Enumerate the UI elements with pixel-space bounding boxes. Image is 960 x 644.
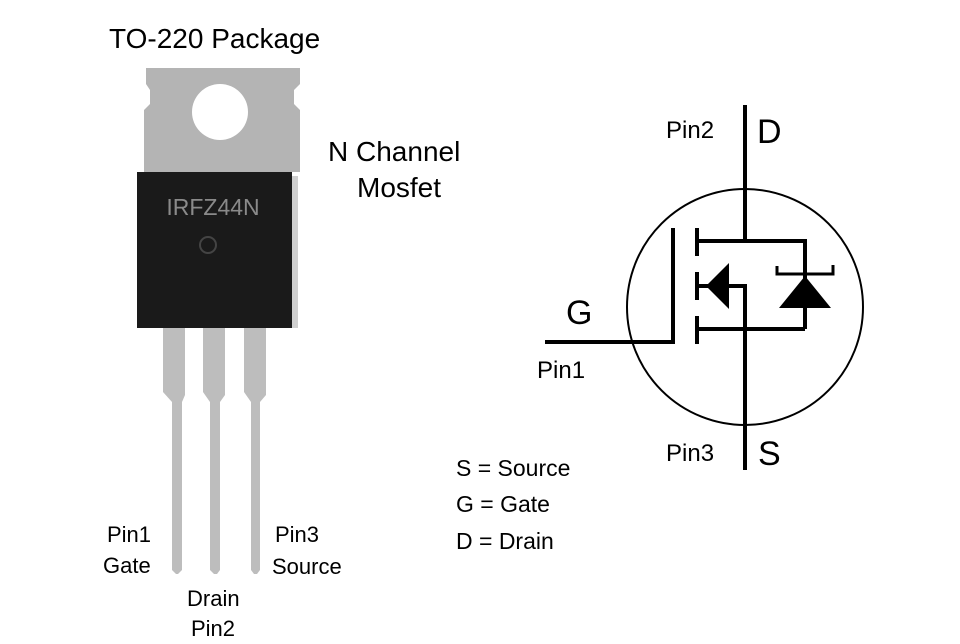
part-marking: IRFZ44N xyxy=(166,194,259,220)
mosfet-symbol xyxy=(545,105,864,470)
to220-package: IRFZ44N xyxy=(137,68,300,574)
symbol-source-pin: Pin3 xyxy=(666,440,715,467)
pin1-function: Gate xyxy=(103,553,151,578)
pin1-label: Pin1 xyxy=(107,522,152,547)
body-diode-triangle xyxy=(779,276,831,308)
device-type-line2: Mosfet xyxy=(357,172,442,203)
title: TO-220 Package xyxy=(109,23,321,54)
lead-pin1 xyxy=(163,326,185,574)
mounting-hole xyxy=(192,84,248,140)
symbol-gate-pin: Pin1 xyxy=(537,357,586,384)
manufacturer-logo xyxy=(199,236,217,254)
symbol-source-letter: S xyxy=(758,435,781,473)
package-leads xyxy=(163,326,266,574)
pin2-function: Drain xyxy=(187,586,240,611)
pin3-function: Source xyxy=(272,554,342,579)
lead-pin2 xyxy=(203,326,225,574)
pin3-label: Pin3 xyxy=(275,522,320,547)
pin2-label: Pin2 xyxy=(191,616,236,641)
legend-source: S = Source xyxy=(456,455,571,481)
symbol-gate-letter: G xyxy=(566,294,593,332)
symbol-drain-pin: Pin2 xyxy=(666,117,715,144)
symbol-drain-letter: D xyxy=(757,113,782,151)
channel-arrow xyxy=(706,263,729,309)
lead-pin3 xyxy=(244,326,266,574)
device-type-line1: N Channel xyxy=(328,136,461,167)
legend-gate: G = Gate xyxy=(456,491,550,517)
body-diode-bar xyxy=(775,265,835,276)
legend-drain: D = Drain xyxy=(456,528,554,554)
